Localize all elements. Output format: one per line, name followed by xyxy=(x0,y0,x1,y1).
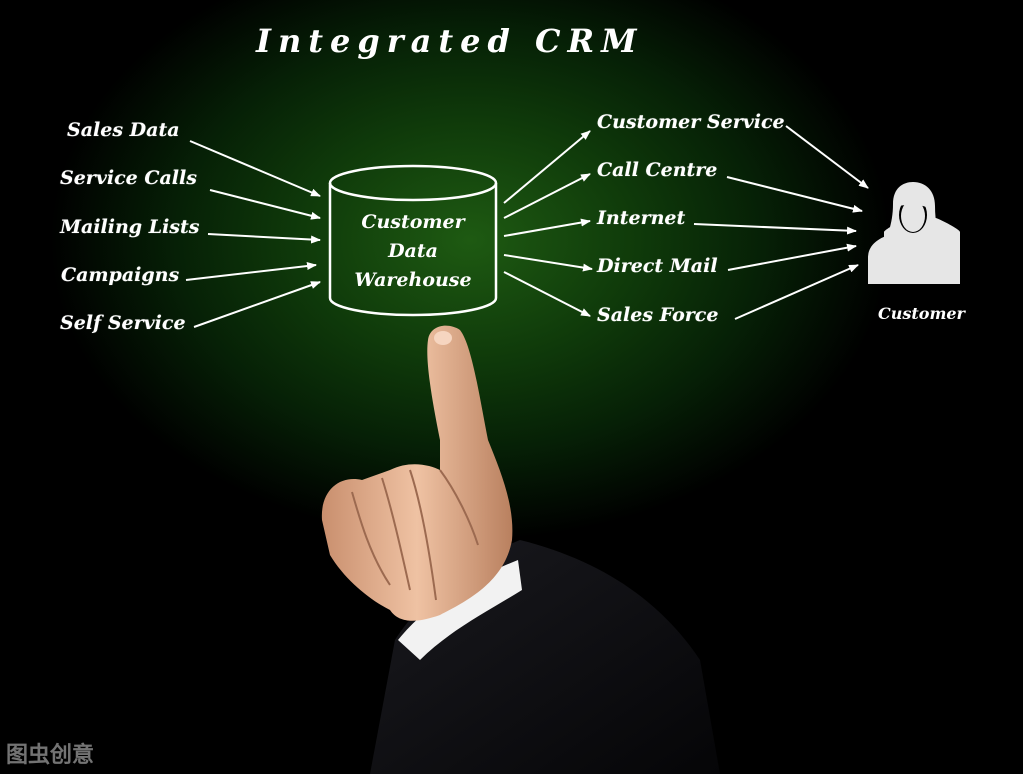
arrow-internet-to-customer xyxy=(693,223,857,235)
arrow-sales-data xyxy=(189,140,321,197)
arrow-to-internet xyxy=(503,218,591,237)
channel-sales-force: Sales Force xyxy=(597,304,719,326)
channel-internet: Internet xyxy=(597,207,686,229)
source-self-service: Self Service xyxy=(60,312,186,334)
channel-call-centre: Call Centre xyxy=(597,159,718,181)
arrow-to-direct-mail xyxy=(503,254,593,272)
arrow-campaigns xyxy=(185,262,317,281)
arrow-sf-to-customer xyxy=(734,264,859,320)
arrow-mailing-lists xyxy=(207,233,321,244)
arrow-cc-to-customer xyxy=(726,176,863,213)
arrow-service-calls xyxy=(209,189,321,220)
warehouse-label: Customer Data Warehouse xyxy=(330,208,496,295)
warehouse-line-2: Data xyxy=(388,240,438,262)
warehouse-line-3: Warehouse xyxy=(354,269,472,291)
warehouse-line-1: Customer xyxy=(361,211,465,233)
customer-label: Customer xyxy=(878,304,965,323)
source-service-calls: Service Calls xyxy=(60,167,197,189)
person-icon xyxy=(868,182,960,284)
arrow-self-service xyxy=(193,281,321,328)
arrow-to-customer-service xyxy=(503,130,591,204)
source-mailing-lists: Mailing Lists xyxy=(60,216,200,238)
arrow-dm-to-customer xyxy=(727,243,857,271)
warehouse-cylinder xyxy=(328,164,498,317)
watermark: 图虫创意 xyxy=(6,743,95,768)
channel-customer-service: Customer Service xyxy=(597,111,785,133)
channel-direct-mail: Direct Mail xyxy=(597,255,718,277)
source-sales-data: Sales Data xyxy=(67,119,180,141)
source-campaigns: Campaigns xyxy=(61,264,180,286)
pointing-hand xyxy=(321,325,720,774)
page-title: Integrated CRM xyxy=(256,22,644,60)
arrow-cs-to-customer xyxy=(785,125,869,189)
arrow-to-call-centre xyxy=(503,173,591,219)
arrow-to-sales-force xyxy=(503,271,591,317)
